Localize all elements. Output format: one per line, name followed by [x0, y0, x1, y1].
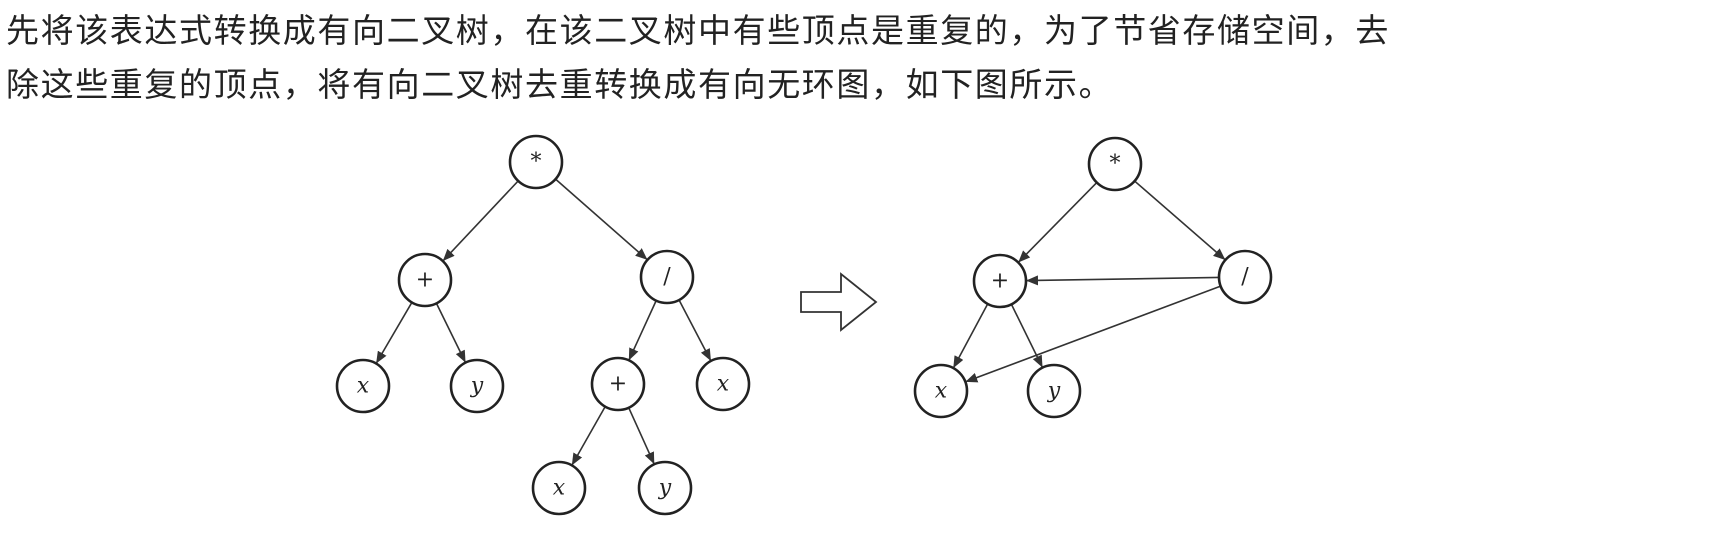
dag-node-circle — [1026, 363, 1082, 419]
dag-node-circle — [913, 363, 969, 419]
tree-edge — [627, 407, 655, 465]
tree-edge — [375, 302, 413, 364]
tree-node-circle — [449, 358, 505, 414]
tree-edge — [628, 300, 657, 361]
dag-node: * — [1087, 136, 1143, 192]
description-paragraph: 先将该表达式转换成有向二叉树，在该二叉树中有些顶点是重复的，为了节省存储空间，去… — [6, 4, 1706, 112]
dag-edge — [953, 303, 989, 369]
tree-node-circle — [639, 249, 695, 305]
tree-node: x — [335, 358, 391, 414]
tree-node-label: x — [357, 374, 370, 399]
tree-node-label: / — [663, 265, 671, 290]
tree-node-circle — [397, 252, 453, 308]
dag-node: / — [1217, 249, 1273, 305]
dag-node-label: * — [1110, 152, 1121, 177]
tree-node-label: y — [658, 476, 672, 501]
dag-edge — [1018, 181, 1098, 263]
dag-edge — [965, 285, 1221, 383]
tree-node-label: + — [609, 372, 627, 397]
dag-node-label: y — [1047, 379, 1061, 404]
tree-edge — [435, 302, 466, 363]
tree-node: * — [508, 134, 564, 190]
dag-node: x — [913, 363, 969, 419]
tree-node-circle — [335, 358, 391, 414]
tree-node: / — [639, 249, 695, 305]
tree-node: y — [637, 460, 693, 516]
dag-node-label: x — [935, 379, 948, 404]
tree-node-label: + — [416, 268, 434, 293]
tree-node-label: y — [470, 374, 484, 399]
binary-tree-diagram: * + / x y + x x y — [335, 134, 751, 516]
tree-node-label: x — [553, 476, 566, 501]
dag-node-circle — [1217, 249, 1273, 305]
tree-node: y — [449, 358, 505, 414]
dag-node-circle — [1087, 136, 1143, 192]
tree-edge — [571, 406, 606, 466]
tree-node-circle — [590, 356, 646, 412]
tree-node-circle — [695, 356, 751, 412]
tree-node: x — [531, 460, 587, 516]
dag-node-label: / — [1241, 265, 1249, 290]
tree-node: x — [695, 356, 751, 412]
tree-node: + — [590, 356, 646, 412]
dag-node: y — [1026, 363, 1082, 419]
description-line-2: 除这些重复的顶点，将有向二叉树去重转换成有向无环图，如下图所示。 — [6, 65, 1114, 104]
description-line-1: 先将该表达式转换成有向二叉树，在该二叉树中有些顶点是重复的，为了节省存储空间，去 — [6, 11, 1390, 50]
dag-node-circle — [972, 253, 1028, 309]
tree-node: + — [397, 252, 453, 308]
dag-diagram: * + / x y — [913, 136, 1273, 419]
tree-edge — [555, 178, 648, 260]
tree-node-circle — [637, 460, 693, 516]
dag-edge — [1134, 180, 1226, 260]
dag-node: + — [972, 253, 1028, 309]
dag-edge — [1010, 303, 1043, 368]
tree-edge — [442, 180, 519, 262]
tree-node-circle — [508, 134, 564, 190]
transform-arrow-icon — [800, 272, 878, 332]
tree-node-circle — [531, 460, 587, 516]
tree-node-label: x — [717, 372, 730, 397]
tree-node-label: * — [531, 150, 542, 175]
tree-edge — [678, 299, 712, 361]
dag-edge — [1025, 275, 1220, 286]
dag-node-label: + — [991, 269, 1009, 294]
